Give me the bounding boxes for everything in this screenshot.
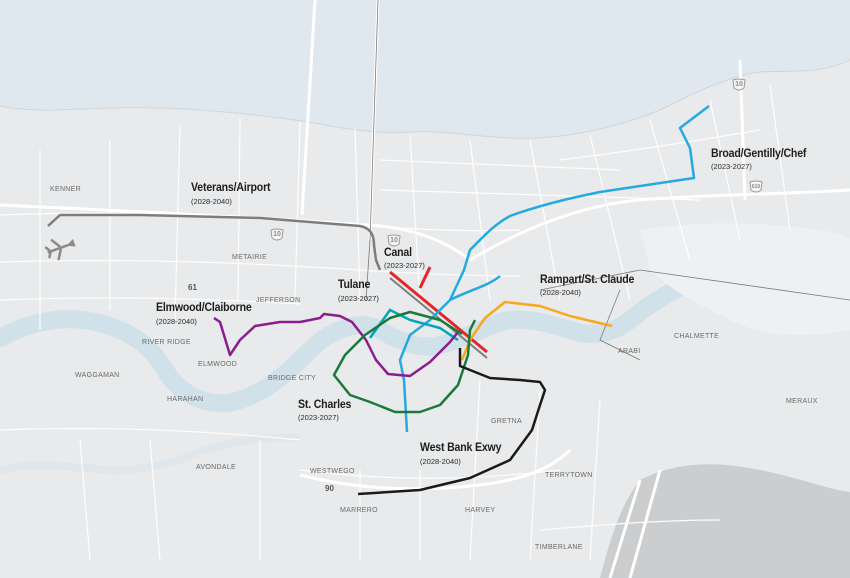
lake-pontchartrain (0, 0, 850, 139)
broad-gentilly-label: Broad/Gentilly/Chef (711, 146, 807, 160)
place-kenner: KENNER (50, 186, 81, 193)
canal-route-branch (418, 266, 432, 289)
elmwood-claiborne-label: Elmwood/Claiborne (156, 300, 252, 314)
rampart-st-claude-label: Rampart/St. Claude (540, 272, 635, 286)
place-chalmette: CHALMETTE (674, 333, 720, 340)
veterans-airport-label: Veterans/Airport (191, 180, 271, 194)
canal-years: (2023-2027) (384, 261, 425, 270)
mississippi-river (0, 249, 850, 413)
st-charles-years: (2023-2027) (298, 413, 339, 422)
west-bank-exwy-label: West Bank Exwy (420, 440, 502, 454)
broad-gentilly-years: (2023-2027) (711, 162, 752, 171)
place-westwego: WESTWEGO (310, 468, 355, 475)
rampart-st-claude-years: (2028-2040) (540, 288, 581, 297)
parish-boundaries (365, 0, 850, 361)
place-meraux: MERAUX (786, 398, 818, 405)
interstate-10-northeast-shield: 10 (732, 78, 746, 92)
place-elmwood: ELMWOOD (198, 361, 238, 368)
place-arabi: ARABI (618, 348, 641, 355)
st-charles-route (332, 310, 477, 414)
broad-gentilly-route (398, 105, 710, 433)
interstate-10-canal-shield: 10 (387, 234, 401, 248)
place-gretna: GRETNA (491, 418, 522, 425)
river-lower-bend (0, 433, 301, 475)
lake-shoreline (0, 59, 850, 139)
place-jefferson: JEFFERSON (256, 297, 301, 304)
west-bank-exwy-route (357, 348, 547, 496)
northeast-marsh (640, 223, 850, 336)
place-bridge-city: BRIDGE CITY (268, 375, 317, 382)
broad-gentilly-route-east (449, 275, 501, 302)
us-90-shield: 90 (325, 484, 334, 493)
canal-label: Canal (384, 245, 412, 259)
elmwood-claiborne-route (213, 312, 459, 378)
place-avondale: AVONDALE (196, 464, 237, 471)
west-bank-exwy-years: (2028-2040) (420, 457, 461, 466)
airplane-icon (44, 239, 76, 261)
tulane-years: (2023-2027) (338, 294, 379, 303)
place-waggaman: WAGGAMAN (75, 372, 120, 379)
place-harahan: HARAHAN (167, 396, 204, 403)
place-river-ridge: RIVER RIDGE (142, 339, 191, 346)
veterans-airport-years: (2028-2040) (191, 197, 232, 206)
place-timberlane: TIMBERLANE (535, 544, 583, 551)
place-metairie: METAIRIE (232, 254, 267, 261)
place-marrero: MARRERO (340, 507, 378, 514)
canal-route-shadow (389, 277, 488, 359)
place-terrytown: TERRYTOWN (545, 472, 593, 479)
tulane-route (368, 308, 459, 342)
southeast-marsh (600, 464, 850, 578)
elmwood-claiborne-years: (2028-2040) (156, 317, 197, 326)
interstate-610-shield: 610 (749, 180, 763, 194)
tulane-label: Tulane (338, 277, 371, 291)
us-61-shield: 61 (188, 283, 197, 292)
place-harvey: HARVEY (465, 507, 496, 514)
interstate-10-west-shield: 10 (270, 228, 284, 242)
st-charles-label: St. Charles (298, 397, 352, 411)
veterans-airport-route (47, 213, 382, 271)
